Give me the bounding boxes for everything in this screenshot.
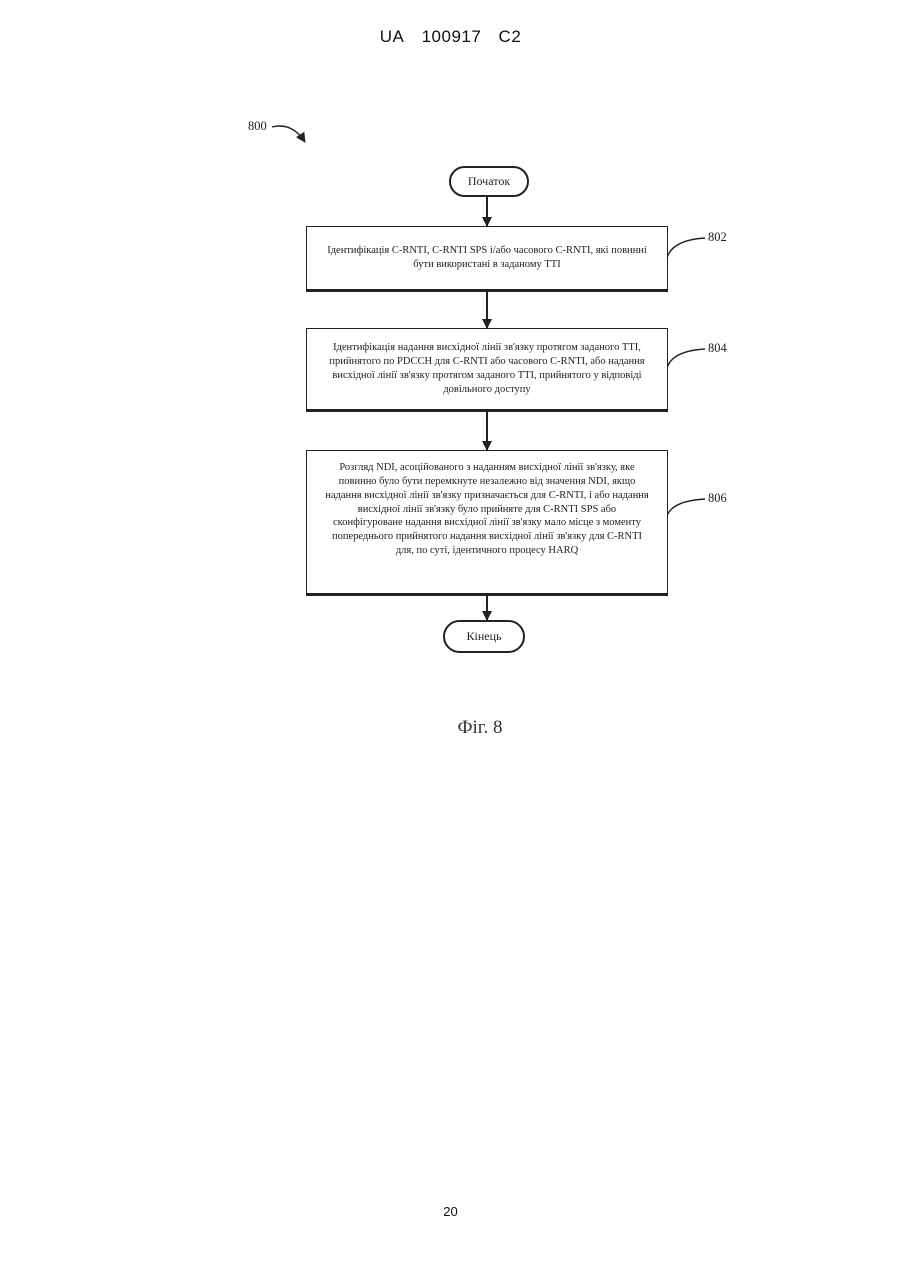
step-802-box: Ідентифікація C-RNTI, C-RNTI SPS і/або ч… [306, 226, 668, 290]
leader-802 [667, 238, 705, 258]
step-804-ref: 804 [708, 341, 727, 356]
step-806-box: Розгляд NDI, асоційованого з наданням ви… [306, 450, 668, 594]
start-label: Початок [468, 174, 510, 189]
page-number: 20 [0, 1204, 901, 1219]
step-806-text: Розгляд NDI, асоційованого з наданням ви… [323, 461, 651, 558]
figure-ref-label: 800 [248, 119, 267, 134]
step-804-text: Ідентифікація надання висхідної лінії зв… [323, 341, 651, 396]
leader-804 [667, 349, 705, 368]
step-806-ref: 806 [708, 491, 727, 506]
figure-caption: Фіг. 8 [0, 717, 901, 739]
figure-ref-arrow [272, 126, 305, 142]
leader-806 [667, 499, 705, 516]
step-802-text: Ідентифікація C-RNTI, C-RNTI SPS і/або ч… [323, 244, 651, 272]
end-label: Кінець [467, 629, 502, 644]
end-terminal: Кінець [443, 620, 525, 653]
step-804-box: Ідентифікація надання висхідної лінії зв… [306, 328, 668, 410]
step-802-ref: 802 [708, 230, 727, 245]
start-terminal: Початок [449, 166, 529, 197]
